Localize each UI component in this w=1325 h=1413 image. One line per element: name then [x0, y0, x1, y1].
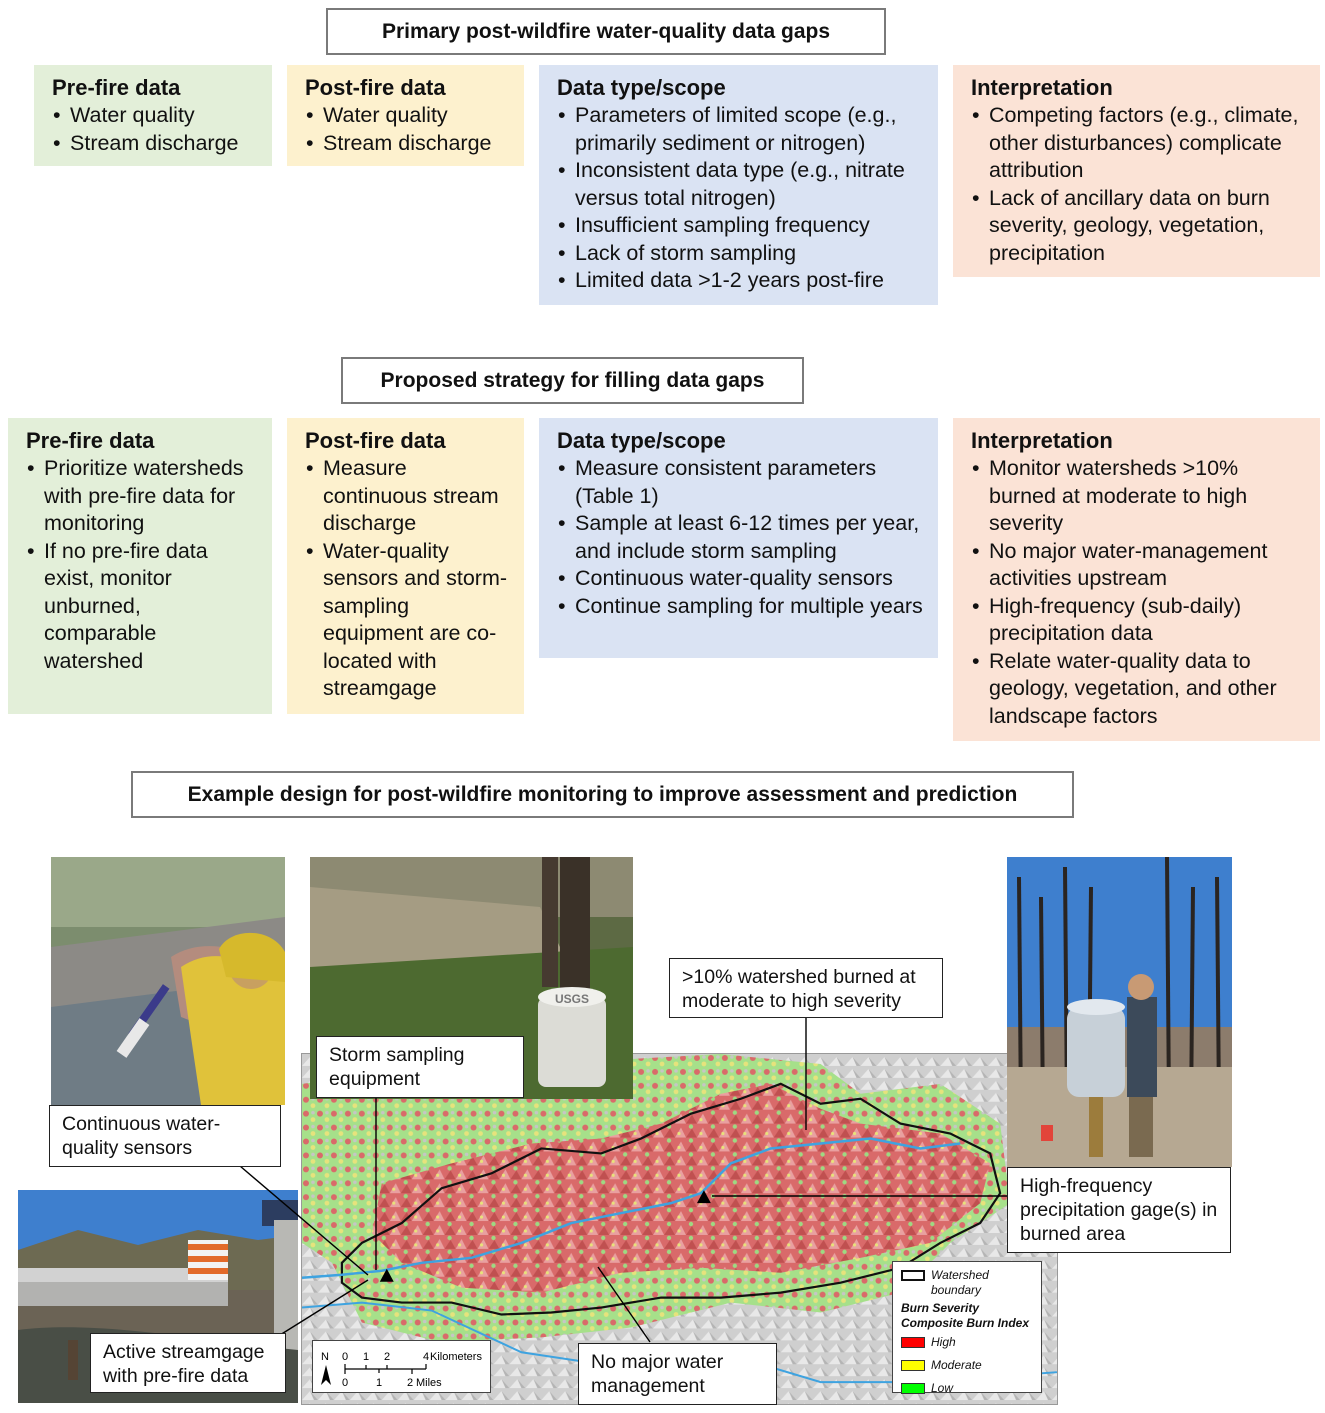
mi-tick-1: 1 [376, 1377, 382, 1389]
north-arrow-icon [321, 1365, 331, 1385]
list-item: Lack of storm sampling [557, 240, 924, 268]
map-scale-bar: N 0 1 2 4 Kilometers 0 1 2 Miles [312, 1340, 491, 1393]
legend-low-swatch [901, 1383, 925, 1394]
strategy-title: Proposed strategy for filling data gaps [341, 357, 804, 404]
km-tick-1: 1 [363, 1351, 369, 1363]
photo-precipitation-gage [1007, 857, 1232, 1167]
list-item: Relate water-quality data to geology, ve… [971, 648, 1306, 731]
legend-high-swatch [901, 1337, 925, 1348]
callout-streamgage: Active streamgage with pre-fire data [90, 1333, 286, 1393]
list-item: Competing factors (e.g., climate, other … [971, 102, 1306, 185]
list-item: Measure consistent parameters (Table 1) [557, 455, 924, 510]
gaps-prefire-box: Pre-fire data Water quality Stream disch… [34, 65, 272, 166]
gaps-title: Primary post-wildfire water-quality data… [326, 8, 886, 55]
strategy-datatype-box: Data type/scope Measure consistent param… [539, 418, 938, 658]
callout-water-quality-sensors: Continuous water-quality sensors [49, 1105, 281, 1167]
strategy-datatype-list: Measure consistent parameters (Table 1) … [557, 455, 924, 620]
north-label: N [321, 1351, 329, 1363]
usgs-label: USGS [555, 992, 589, 1006]
precip-gage-site-marker [696, 1190, 711, 1204]
mi-tick-2: 2 [407, 1377, 413, 1389]
gaps-interpretation-heading: Interpretation [971, 75, 1113, 100]
gaps-postfire-box: Post-fire data Water quality Stream disc… [287, 65, 524, 166]
callout-precipitation-gage: High-frequency precipitation gage(s) in … [1007, 1167, 1231, 1253]
callout-storm-sampling: Storm sampling equipment [316, 1036, 524, 1098]
legend-boundary-label: Watershed boundary [931, 1268, 989, 1297]
list-item: If no pre-fire data exist, monitor unbur… [26, 538, 258, 676]
strategy-interpretation-list: Monitor watersheds >10% burned at modera… [971, 455, 1306, 730]
gaps-prefire-heading: Pre-fire data [52, 75, 181, 100]
list-item: Water quality [305, 102, 510, 130]
list-item: Prioritize watersheds with pre-fire data… [26, 455, 258, 538]
gaps-postfire-list: Water quality Stream discharge [305, 102, 510, 157]
photo-storm-sampler: USGS [310, 857, 633, 1099]
list-item: Water-quality sensors and storm-sampling… [305, 538, 510, 703]
legend-title-1: Burn Severity [901, 1301, 980, 1315]
strategy-postfire-heading: Post-fire data [305, 428, 446, 453]
list-item: Stream discharge [52, 130, 258, 158]
scale-bar-graphic: N 0 1 2 4 Kilometers 0 1 2 Miles [321, 1351, 482, 1389]
km-tick-4: 4 [423, 1351, 429, 1363]
list-item: Lack of ancillary data on burn severity,… [971, 185, 1306, 268]
legend-high-label: High [931, 1335, 956, 1349]
strategy-postfire-box: Post-fire data Measure continuous stream… [287, 418, 524, 714]
list-item: Monitor watersheds >10% burned at modera… [971, 455, 1306, 538]
km-tick-2: 2 [384, 1351, 390, 1363]
list-item: Continuous water-quality sensors [557, 565, 924, 593]
km-unit: Kilometers [430, 1351, 482, 1363]
list-item: Insufficient sampling frequency [557, 212, 924, 240]
list-item: Parameters of limited scope (e.g., prima… [557, 102, 924, 157]
strategy-prefire-list: Prioritize watersheds with pre-fire data… [26, 455, 258, 675]
callout-burned-severity: >10% watershed burned at moderate to hig… [669, 958, 943, 1018]
photo-water-quality-sensor [51, 857, 285, 1105]
list-item: Stream discharge [305, 130, 510, 158]
list-item: Measure continuous stream discharge [305, 455, 510, 538]
callout-no-water-management: No major water management [578, 1343, 777, 1405]
gaps-interpretation-box: Interpretation Competing factors (e.g., … [953, 65, 1320, 277]
strategy-interpretation-box: Interpretation Monitor watersheds >10% b… [953, 418, 1320, 741]
strategy-interpretation-heading: Interpretation [971, 428, 1113, 453]
strategy-datatype-heading: Data type/scope [557, 428, 726, 453]
gaps-prefire-list: Water quality Stream discharge [52, 102, 258, 157]
list-item: Continue sampling for multiple years [557, 593, 924, 621]
mi-unit: Miles [416, 1377, 442, 1389]
strategy-prefire-heading: Pre-fire data [26, 428, 155, 453]
list-item: Limited data >1-2 years post-fire [557, 267, 924, 295]
legend-boundary-swatch [901, 1270, 925, 1281]
gaps-datatype-list: Parameters of limited scope (e.g., prima… [557, 102, 924, 295]
list-item: Inconsistent data type (e.g., nitrate ve… [557, 157, 924, 212]
streamgage-site-marker [379, 1268, 394, 1282]
legend-moderate-swatch [901, 1360, 925, 1371]
example-title: Example design for post-wildfire monitor… [131, 771, 1074, 818]
map-legend: Watershed boundary Burn Severity Composi… [892, 1261, 1042, 1395]
gaps-datatype-box: Data type/scope Parameters of limited sc… [539, 65, 938, 305]
km-tick-0: 0 [342, 1351, 348, 1363]
legend-low-label: Low [931, 1381, 954, 1395]
list-item: High-frequency (sub-daily) precipitation… [971, 593, 1306, 648]
strategy-prefire-box: Pre-fire data Prioritize watersheds with… [8, 418, 272, 714]
legend-title-2: Composite Burn Index [901, 1316, 1030, 1330]
legend-moderate-label: Moderate [931, 1358, 982, 1372]
strategy-postfire-list: Measure continuous stream discharge Wate… [305, 455, 510, 703]
list-item: No major water-management activities ups… [971, 538, 1306, 593]
gaps-postfire-heading: Post-fire data [305, 75, 446, 100]
list-item: Water quality [52, 102, 258, 130]
gaps-interpretation-list: Competing factors (e.g., climate, other … [971, 102, 1306, 267]
list-item: Sample at least 6-12 times per year, and… [557, 510, 924, 565]
gaps-datatype-heading: Data type/scope [557, 75, 726, 100]
mi-tick-0: 0 [342, 1377, 348, 1389]
